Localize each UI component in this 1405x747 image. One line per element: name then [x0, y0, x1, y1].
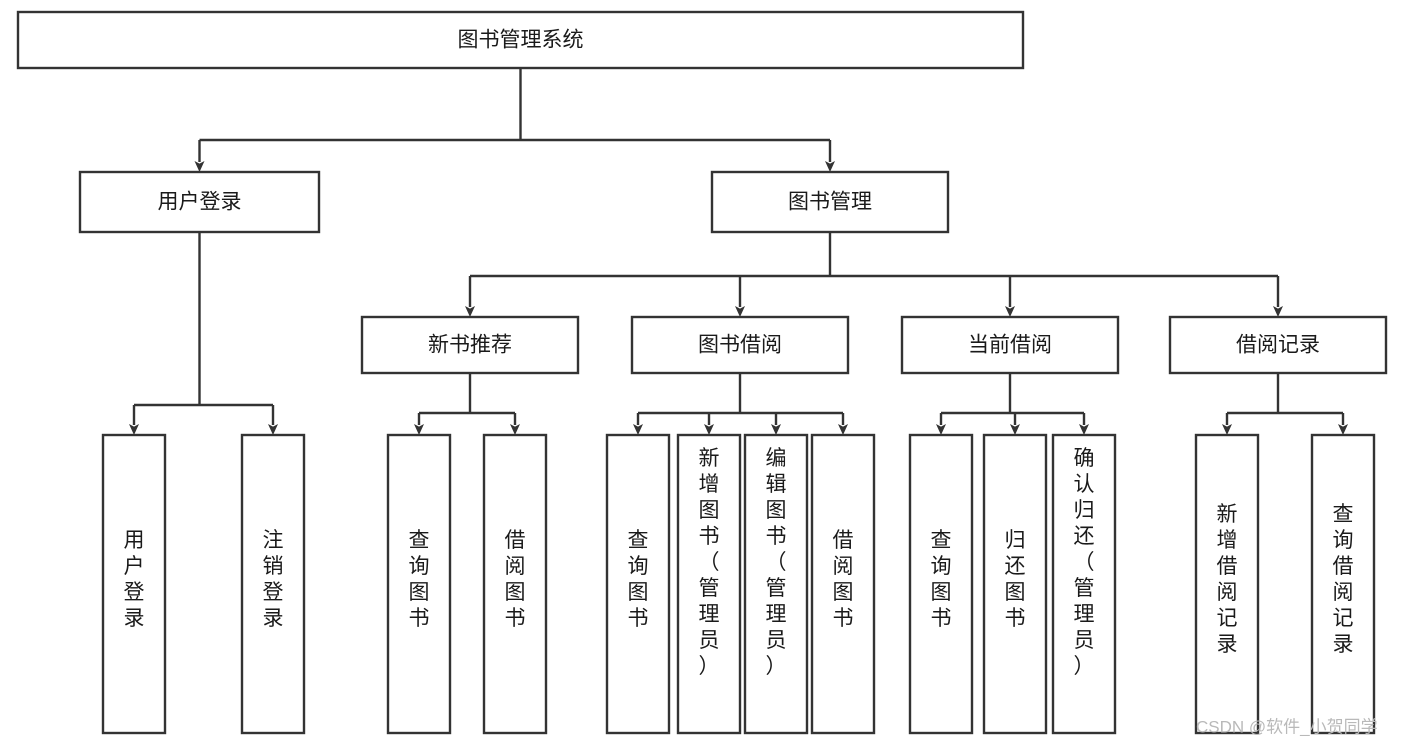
node-box-book-manage: [710, 170, 950, 234]
node-label-current-borrow: 当前借阅: [968, 334, 1052, 357]
node-label-root: 图书管理系统: [458, 29, 584, 52]
node-box-current-borrow: [900, 315, 1120, 375]
connectors-layer: [129, 68, 1348, 435]
node-current-borrow[interactable]: 当前借阅: [900, 315, 1120, 375]
node-label-leaf-borrow-book-b: 借阅图书: [833, 529, 854, 630]
node-leaf-add-record[interactable]: 新增借阅记录: [1194, 433, 1260, 735]
node-leaf-query-book-rec[interactable]: 查询图书: [386, 433, 452, 735]
node-user-login[interactable]: 用户登录: [78, 170, 321, 234]
node-box-leaf-logout: [240, 433, 306, 735]
node-book-borrow[interactable]: 图书借阅: [630, 315, 850, 375]
node-leaf-query-book-b[interactable]: 查询图书: [605, 433, 671, 735]
node-label-leaf-confirm-return: 确认归还（管理员）: [1074, 447, 1095, 678]
node-box-root: [16, 10, 1025, 70]
node-label-leaf-query-book-rec: 查询图书: [409, 529, 430, 630]
node-leaf-borrow-book-rec[interactable]: 借阅图书: [482, 433, 548, 735]
node-label-leaf-add-book: 新增图书（管理员）: [699, 447, 720, 678]
node-leaf-borrow-book-b[interactable]: 借阅图书: [810, 433, 876, 735]
node-box-leaf-query-record: [1310, 433, 1376, 735]
node-label-user-login: 用户登录: [158, 191, 242, 214]
node-box-leaf-user-login: [101, 433, 167, 735]
node-box-user-login: [78, 170, 321, 234]
node-box-book-borrow: [630, 315, 850, 375]
node-book-manage[interactable]: 图书管理: [710, 170, 950, 234]
node-label-leaf-user-login: 用户登录: [124, 529, 145, 630]
node-box-leaf-query-book-b: [605, 433, 671, 735]
node-label-new-book-rec: 新书推荐: [428, 334, 512, 357]
csdn-watermark: CSDN @软件_小贺同学: [1196, 717, 1378, 736]
node-root[interactable]: 图书管理系统: [16, 10, 1025, 70]
node-label-leaf-add-record: 新增借阅记录: [1217, 503, 1238, 656]
node-label-leaf-borrow-book-rec: 借阅图书: [505, 529, 526, 630]
node-box-leaf-return-book: [982, 433, 1048, 735]
node-label-leaf-query-record: 查询借阅记录: [1333, 503, 1354, 656]
node-borrow-record[interactable]: 借阅记录: [1168, 315, 1388, 375]
node-label-leaf-edit-book: 编辑图书（管理员）: [766, 447, 787, 678]
node-leaf-edit-book[interactable]: 编辑图书（管理员）: [743, 433, 809, 735]
node-box-leaf-borrow-book-b: [810, 433, 876, 735]
node-new-book-rec[interactable]: 新书推荐: [360, 315, 580, 375]
node-leaf-query-book-c[interactable]: 查询图书: [908, 433, 974, 735]
node-label-leaf-logout: 注销登录: [263, 529, 284, 630]
node-leaf-query-record[interactable]: 查询借阅记录: [1310, 433, 1376, 735]
node-box-leaf-confirm-return: [1051, 433, 1117, 735]
node-label-leaf-query-book-b: 查询图书: [628, 529, 649, 630]
node-leaf-confirm-return[interactable]: 确认归还（管理员）: [1051, 433, 1117, 735]
node-box-leaf-edit-book: [743, 433, 809, 735]
node-label-book-manage: 图书管理: [788, 191, 872, 214]
node-label-borrow-record: 借阅记录: [1236, 334, 1320, 357]
node-box-leaf-query-book-rec: [386, 433, 452, 735]
node-leaf-add-book[interactable]: 新增图书（管理员）: [676, 433, 742, 735]
node-box-borrow-record: [1168, 315, 1388, 375]
node-leaf-return-book[interactable]: 归还图书: [982, 433, 1048, 735]
node-box-leaf-query-book-c: [908, 433, 974, 735]
node-leaf-user-login[interactable]: 用户登录: [101, 433, 167, 735]
node-box-leaf-borrow-book-rec: [482, 433, 548, 735]
node-leaf-logout[interactable]: 注销登录: [240, 433, 306, 735]
node-box-new-book-rec: [360, 315, 580, 375]
node-label-book-borrow: 图书借阅: [698, 334, 782, 357]
node-box-leaf-add-record: [1194, 433, 1260, 735]
node-box-leaf-add-book: [676, 433, 742, 735]
nodes-layer: 图书管理系统用户登录图书管理新书推荐图书借阅当前借阅借阅记录用户登录注销登录查询…: [16, 10, 1388, 735]
node-label-leaf-query-book-c: 查询图书: [931, 529, 952, 630]
node-label-leaf-return-book: 归还图书: [1005, 529, 1026, 630]
